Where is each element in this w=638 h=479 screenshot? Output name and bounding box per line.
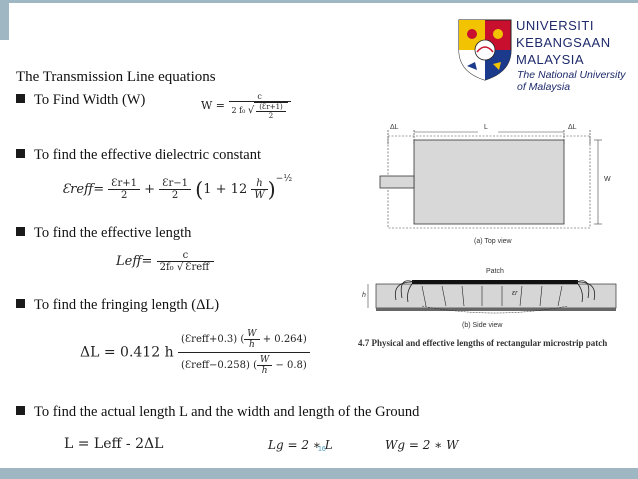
slide-number: 16 xyxy=(318,446,326,453)
eq-eeff-f2-den: 2 xyxy=(171,190,179,201)
eq-eeff-paren-close: ) xyxy=(267,177,276,202)
top-view-dl-right-label: ΔL xyxy=(568,124,577,131)
eq-leff-sqrt: Ɛreff xyxy=(183,261,212,273)
eq-width-den-prefix: 2 f₀ xyxy=(231,106,246,115)
eq-leff-den-prefix: 2f₀ xyxy=(159,262,174,273)
university-crest-logo xyxy=(455,14,515,84)
eq-eeff-f3-num: h xyxy=(251,178,268,190)
side-view-h-label: h xyxy=(362,292,366,299)
side-view-caption: (b) Side view xyxy=(462,322,503,329)
eq-leff-num: c xyxy=(156,250,215,262)
eq-dl-num-w: W xyxy=(244,329,260,340)
eq-dl-den-a: (Ɛreff−0.258) xyxy=(181,360,250,371)
eq-width-sqrt: (Ɛr+1) 2 xyxy=(254,102,288,120)
slide-title: The Transmission Line equations xyxy=(16,69,216,85)
eq-dl-num-d: + 0.264) xyxy=(262,334,307,345)
eq-dl-den-d: − 0.8) xyxy=(275,360,307,371)
bullet-width: To Find Width (W) xyxy=(16,92,145,109)
eq-dl-num-h: h xyxy=(249,340,255,350)
bullet-square-icon xyxy=(16,94,25,103)
top-view-l-label: L xyxy=(484,124,488,131)
bullet-text: To Find Width (W) xyxy=(34,92,146,108)
bullet-square-icon xyxy=(16,406,25,415)
side-view-patch-label: Patch xyxy=(486,268,504,275)
logo-line-5: of Malaysia xyxy=(517,81,571,93)
figure-top-view: ΔL L ΔL W (a) Top view xyxy=(378,118,620,250)
logo-line-2: KEBANGSAAN xyxy=(516,35,611,50)
equation-ground-length: Lg = 2 ∗ L xyxy=(268,438,333,452)
equation-effective-dielectric: Ɛreff= Ɛr+1 2 + Ɛr−1 2 (1 + 12 h W )−½ xyxy=(62,174,292,202)
eq-dl-den-b: ( xyxy=(253,360,257,371)
bullet-actual-length: To find the actual length L and the widt… xyxy=(16,404,419,421)
bullet-text: To find the actual length L and the widt… xyxy=(34,404,420,420)
eq-eeff-f3-den: W xyxy=(254,190,265,201)
equation-effective-length: Leff= c 2f₀ √Ɛreff xyxy=(116,250,215,273)
figure-side-view: Patch εr h (b) Side view xyxy=(362,262,624,336)
eq-eeff-exponent: −½ xyxy=(275,174,293,184)
eq-eeff-f1-den: 2 xyxy=(120,190,128,201)
side-view-er-label: εr xyxy=(512,290,518,297)
eq-eeff-f1-num: Ɛr+1 xyxy=(108,178,141,190)
eq-eeff-frac-3: h W xyxy=(251,178,268,201)
logo-line-3: MALAYSIA xyxy=(516,52,585,67)
eq-leff-lhs: Leff= xyxy=(116,254,153,269)
equation-width: W = c 2 f₀ √ (Ɛr+1) 2 xyxy=(201,92,291,120)
top-view-dl-left-label: ΔL xyxy=(390,124,399,131)
bottom-accent-bar xyxy=(0,468,638,479)
eq-width-den: 2 f₀ √ (Ɛr+1) 2 xyxy=(229,102,291,120)
eq-width-lhs: W = xyxy=(201,99,226,112)
eq-eeff-plus: + xyxy=(144,182,156,197)
bullet-effective-length: To find the effective length xyxy=(16,225,191,242)
eq-eeff-frac-2: Ɛr−1 2 xyxy=(159,178,191,201)
bullet-square-icon xyxy=(16,149,25,158)
eq-width-sqrt-num: (Ɛr+1) xyxy=(256,103,286,112)
eq-dl-den-w: W xyxy=(256,355,273,366)
bullet-text: To find the effective length xyxy=(34,225,192,241)
eq-leff-den: 2f₀ √Ɛreff xyxy=(159,261,212,273)
eq-eeff-paren-open: ( xyxy=(195,177,204,202)
top-view-w-label: W xyxy=(604,176,611,183)
bullet-text: To find the effective dielectric constan… xyxy=(34,147,261,163)
figure-caption: 4.7 Physical and effective lengths of re… xyxy=(358,338,608,348)
eq-dl-lhs: ΔL = 0.412 h xyxy=(80,344,174,361)
eq-width-num: c xyxy=(228,92,291,102)
bullet-fringing-length: To find the fringing length (ΔL) xyxy=(16,297,219,314)
top-view-caption: (a) Top view xyxy=(474,238,512,245)
eq-dl-num-b: ( xyxy=(240,334,245,345)
eq-eeff-f2-num: Ɛr−1 xyxy=(159,178,191,190)
equation-actual-length: L = Leff - 2ΔL xyxy=(64,436,164,452)
left-accent-bar xyxy=(0,0,9,40)
eq-width-fraction: c 2 f₀ √ (Ɛr+1) 2 xyxy=(228,92,291,120)
eq-eeff-lhs: Ɛreff= xyxy=(62,182,105,197)
logo-line-4: The National University xyxy=(517,69,626,81)
top-accent-bar xyxy=(0,0,638,3)
logo-line-1: UNIVERSITI xyxy=(516,18,594,33)
eq-width-sqrt-den: 2 xyxy=(268,112,274,120)
eq-dl-den-h: h xyxy=(261,366,268,376)
bullet-square-icon xyxy=(16,227,25,236)
equation-ground-width: Wg = 2 ∗ W xyxy=(385,438,459,452)
bullet-text: To find the fringing length (ΔL) xyxy=(34,297,220,313)
eq-eeff-one-plus: 1 + 12 xyxy=(203,182,248,197)
eq-eeff-frac-1: Ɛr+1 2 xyxy=(108,178,141,201)
eq-dl-num-a: (Ɛreff+0.3) xyxy=(181,334,238,345)
eq-leff-fraction: c 2f₀ √Ɛreff xyxy=(156,250,215,273)
bullet-square-icon xyxy=(16,299,25,308)
bullet-effective-dielectric: To find the effective dielectric constan… xyxy=(16,147,261,164)
